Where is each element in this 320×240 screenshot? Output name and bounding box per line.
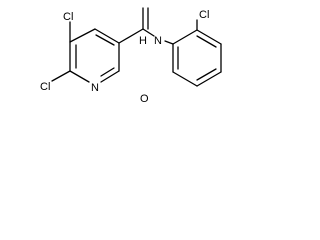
bond-p5-p6 <box>172 71 198 87</box>
bond-p1-p2 <box>172 29 198 45</box>
bond-p2-p3 <box>196 29 222 45</box>
bond-n-phenyl <box>164 40 174 45</box>
pyridine-ring <box>69 28 120 83</box>
atom-amide-nitrogen: N <box>154 35 162 47</box>
bond-c6-cl <box>51 70 71 82</box>
substituent-bonds <box>51 7 174 82</box>
atom-cl-top-ring: Cl <box>63 11 73 23</box>
bond-c2-n1-double <box>100 67 115 77</box>
bond-c4-c3-double <box>95 34 115 46</box>
bond-c2-n1 <box>100 70 120 83</box>
bond-p4-p5-double <box>196 68 217 81</box>
atom-cl-phenyl: Cl <box>199 9 209 21</box>
atom-cl-left-ring: Cl <box>40 81 50 93</box>
atom-amide-hydrogen: H <box>139 35 147 47</box>
bond-carbonyl-n <box>142 28 155 37</box>
bond-n1-c6 <box>69 70 90 83</box>
bond-c4-c3 <box>94 28 120 44</box>
chemical-structure-diagram: Cl Cl N O N H Cl <box>40 7 222 105</box>
bond-p4-p5 <box>196 71 222 87</box>
bond-c3-carbonyl <box>118 28 144 44</box>
phenyl-ring <box>172 19 222 87</box>
atom-carbonyl-oxygen: O <box>140 93 149 105</box>
atom-labels: Cl Cl N O N H Cl <box>40 9 209 105</box>
bond-p2-p3-double <box>196 35 217 48</box>
atom-ring-nitrogen: N <box>91 82 99 94</box>
bond-c5-c4 <box>69 28 96 43</box>
